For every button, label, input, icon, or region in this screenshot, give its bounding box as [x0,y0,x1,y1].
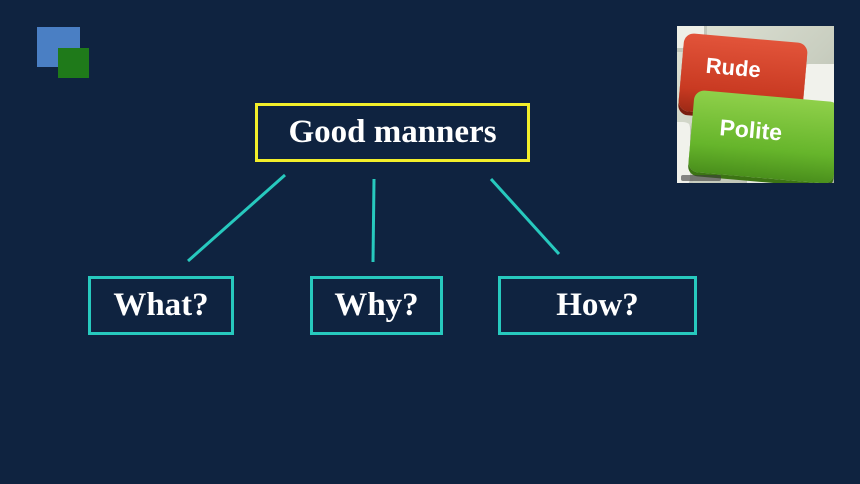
keyboard-photo: Rude Polite [677,26,834,183]
rude-key-label: Rude [704,52,762,83]
root-node-good-manners: Good manners [255,103,530,162]
connector-how [489,177,561,256]
connector-why [371,178,376,263]
root-node-label: Good manners [288,114,497,150]
child-node-how: How? [498,276,697,335]
child-node-what: What? [88,276,234,335]
polite-key-label: Polite [718,114,784,146]
child-node-label: How? [556,287,639,323]
polite-key: Polite [687,89,834,183]
child-node-label: What? [113,287,209,323]
watermark [681,175,721,181]
child-node-why: Why? [310,276,443,335]
connector-what [187,173,286,263]
child-node-label: Why? [334,287,419,323]
decorative-square-green [58,48,89,78]
